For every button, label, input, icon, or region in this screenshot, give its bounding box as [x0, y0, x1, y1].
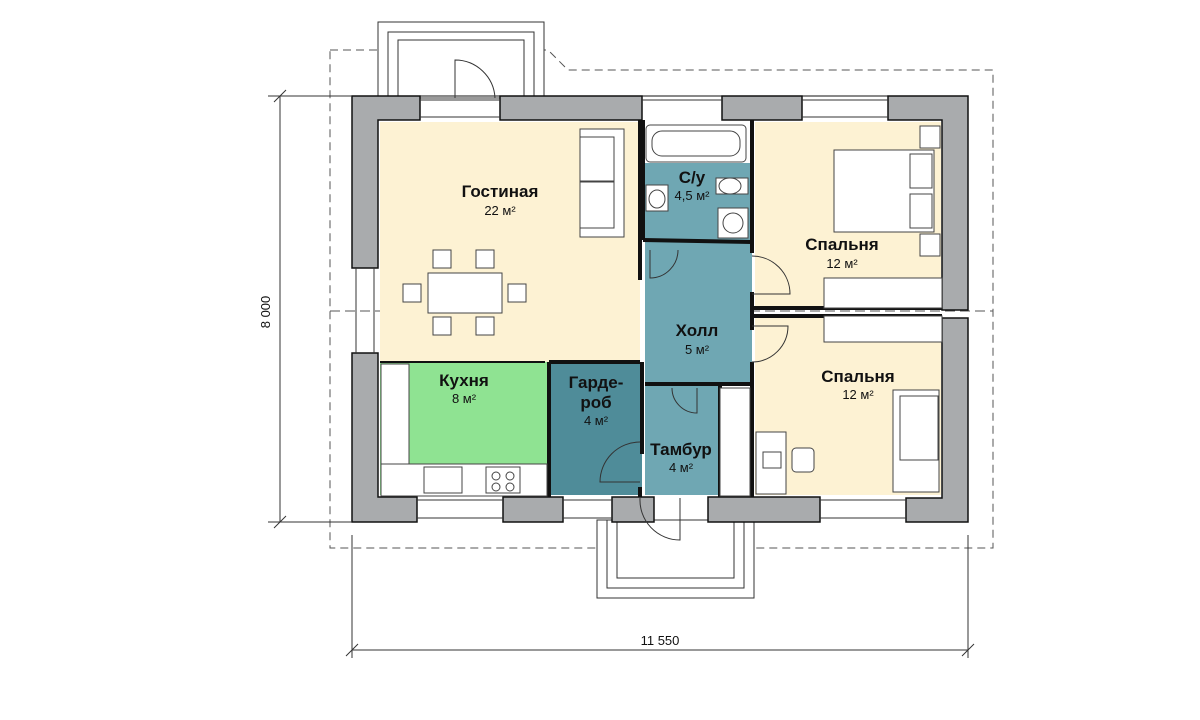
furniture — [380, 124, 943, 497]
room-wardrobe-name-line2: роб — [580, 393, 611, 412]
room-kitchen-area: 8 м² — [452, 391, 477, 406]
room-bathroom-name: С/у — [679, 168, 706, 187]
roof-outline — [329, 49, 994, 549]
dimension-lines — [268, 89, 975, 658]
room-living-name: Гостиная — [462, 182, 539, 201]
room-wardrobe-area: 4 м² — [584, 413, 609, 428]
room-wardrobe-fill — [550, 362, 642, 495]
porch-bottom — [596, 519, 755, 599]
room-bedroom-bottom-area: 12 м² — [842, 387, 874, 402]
room-bedroom-top-name: Спальня — [805, 235, 878, 254]
windows — [355, 99, 906, 519]
room-bedroom-top-area: 12 м² — [826, 256, 858, 271]
exterior-walls — [351, 95, 969, 523]
room-hall-name: Холл — [676, 321, 719, 340]
room-vestibule-area: 4 м² — [669, 460, 694, 475]
room-bedroom-bottom-name: Спальня — [821, 367, 894, 386]
room-hall-area: 5 м² — [685, 342, 710, 357]
doors — [454, 59, 791, 541]
height-dimension-label: 8 000 — [258, 296, 273, 329]
room-vestibule-fill — [645, 386, 720, 495]
room-vestibule-name: Тамбур — [650, 440, 712, 459]
room-bathroom-area: 4,5 м² — [675, 188, 711, 203]
room-wardrobe-name-line1: Гарде- — [569, 373, 624, 392]
room-kitchen-name: Кухня — [439, 371, 489, 390]
room-hall-fill — [645, 245, 752, 383]
width-dimension-label: 11 550 — [641, 633, 680, 648]
room-living-area: 22 м² — [484, 203, 516, 218]
